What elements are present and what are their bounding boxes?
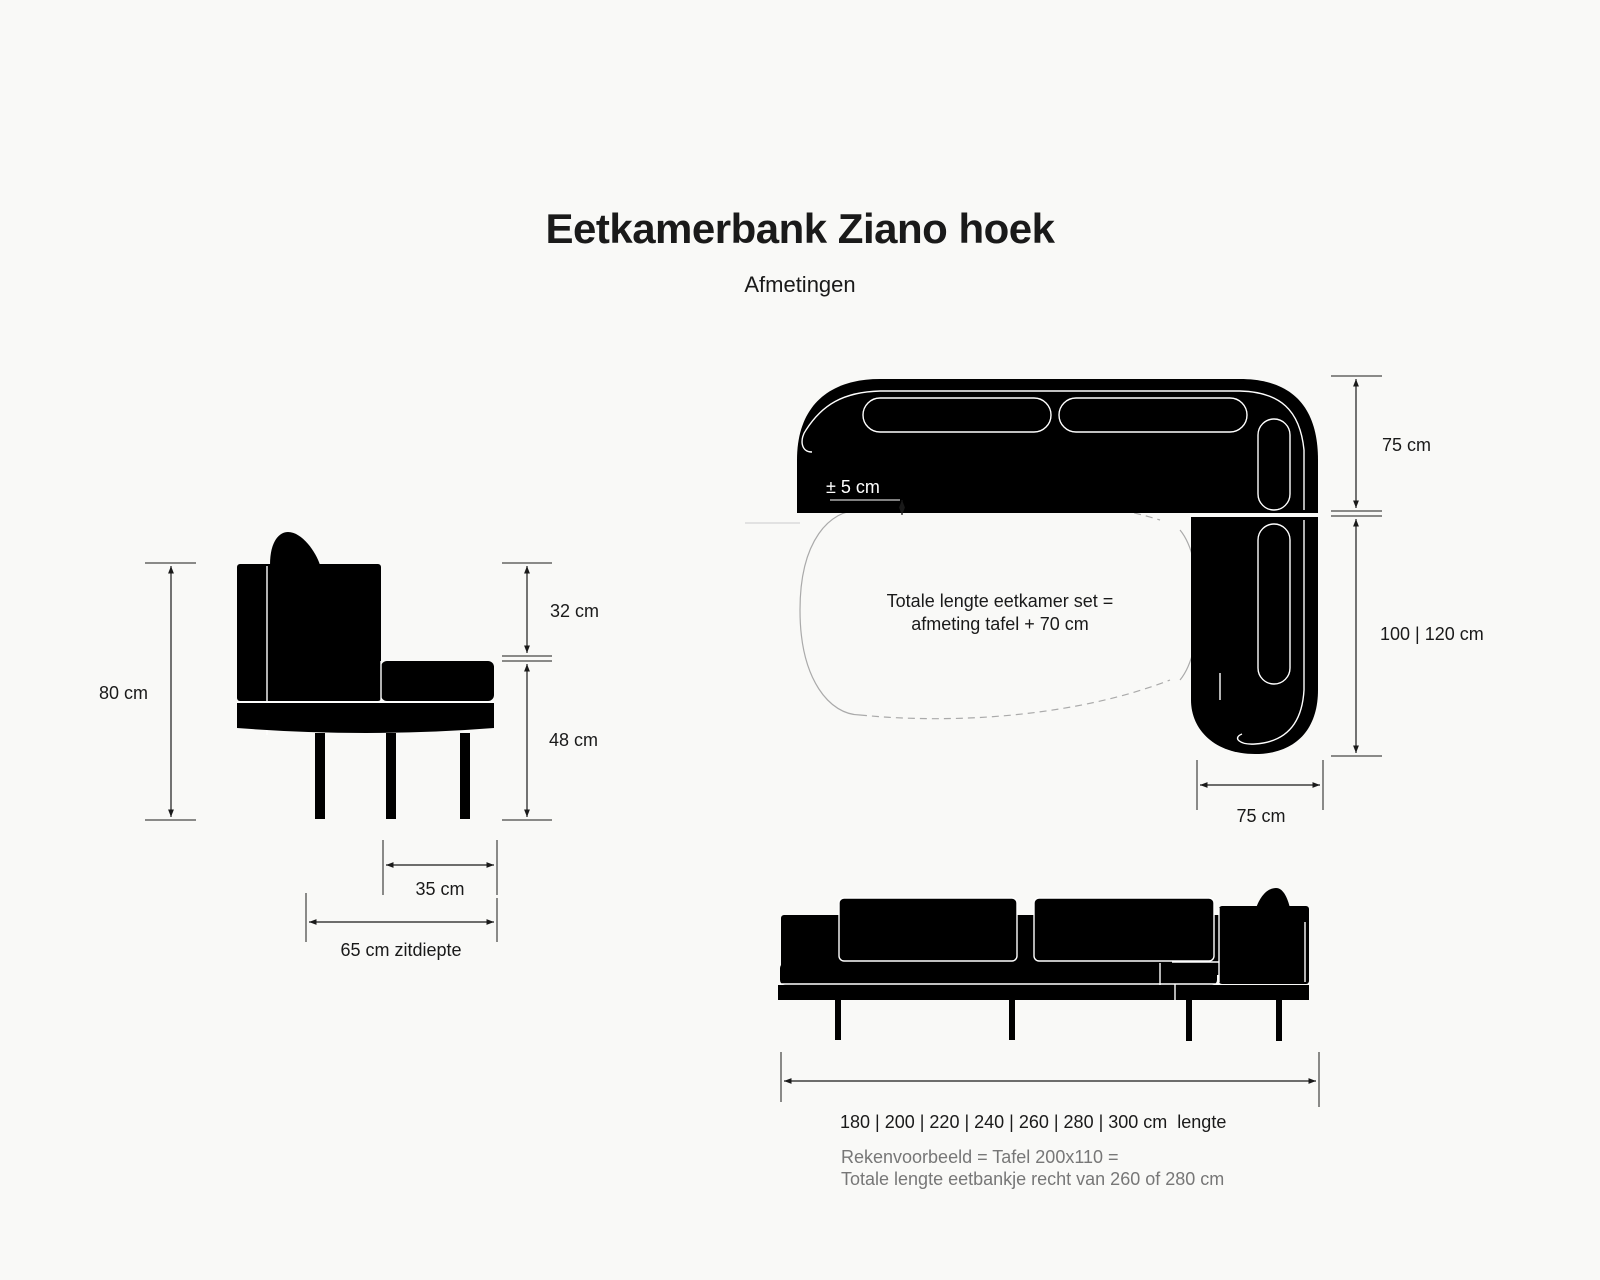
table-note-line2: afmeting tafel + 70 cm (911, 614, 1089, 634)
inner-depth-label: 35 cm (415, 879, 464, 899)
top-depth-label: 75 cm (1382, 435, 1431, 455)
side-view-leg (315, 733, 325, 819)
side-width-label: 75 cm (1236, 806, 1285, 826)
top-view-bench-side (1191, 517, 1318, 754)
top-view-bench-main (797, 379, 1318, 513)
front-view-cushion (1034, 898, 1214, 961)
front-view-cushion (839, 898, 1017, 961)
example-line2: Totale lengte eetbankje recht van 260 of… (841, 1169, 1224, 1189)
back-height-label: 32 cm (550, 601, 599, 621)
seat-depth-label: 65 cm zitdiepte (340, 940, 461, 960)
top-view-sofa (797, 379, 1318, 754)
front-view-leg (1186, 1000, 1192, 1041)
front-view-base (778, 985, 1309, 1000)
front-view-seat (780, 963, 1217, 985)
front-view-pillow (1256, 888, 1290, 908)
side-view-pillow (270, 532, 320, 565)
table-note-line1: Totale lengte eetkamer set = (887, 591, 1114, 611)
example-line1: Rekenvoorbeeld = Tafel 200x110 = (841, 1147, 1119, 1167)
side-view-backrest (237, 564, 381, 701)
top-view-table: Totale lengte eetkamer set = afmeting ta… (745, 497, 1200, 720)
front-view-leg (1276, 1000, 1282, 1041)
side-view-sofa (237, 532, 494, 819)
total-height-label: 80 cm (99, 683, 148, 703)
side-view-seat-cushion (381, 661, 494, 701)
front-view-leg (1009, 1000, 1015, 1040)
seat-height-label: 48 cm (549, 730, 598, 750)
front-view-dimensions: 180 | 200 | 220 | 240 | 260 | 280 | 300 … (780, 1052, 1320, 1189)
side-view-dimensions: 80 cm 32 cm 48 cm 35 cm 65 cm zitdiepte (99, 562, 599, 960)
top-view-dimensions: 75 cm 100 | 120 cm 75 cm ± 5 cm (826, 375, 1484, 826)
side-length-label: 100 | 120 cm (1380, 624, 1484, 644)
front-view-armrest (1219, 906, 1309, 984)
page-title: Eetkamerbank Ziano hoek (545, 205, 1055, 252)
side-view-leg (386, 733, 396, 819)
gap-label: ± 5 cm (826, 477, 880, 497)
side-view-seat-base (237, 703, 494, 733)
page-subtitle: Afmetingen (744, 272, 856, 297)
front-view-sofa (778, 888, 1309, 1041)
length-options-label: 180 | 200 | 220 | 240 | 260 | 280 | 300 … (840, 1112, 1226, 1132)
front-view-leg (835, 1000, 841, 1040)
side-view-leg (460, 733, 470, 819)
